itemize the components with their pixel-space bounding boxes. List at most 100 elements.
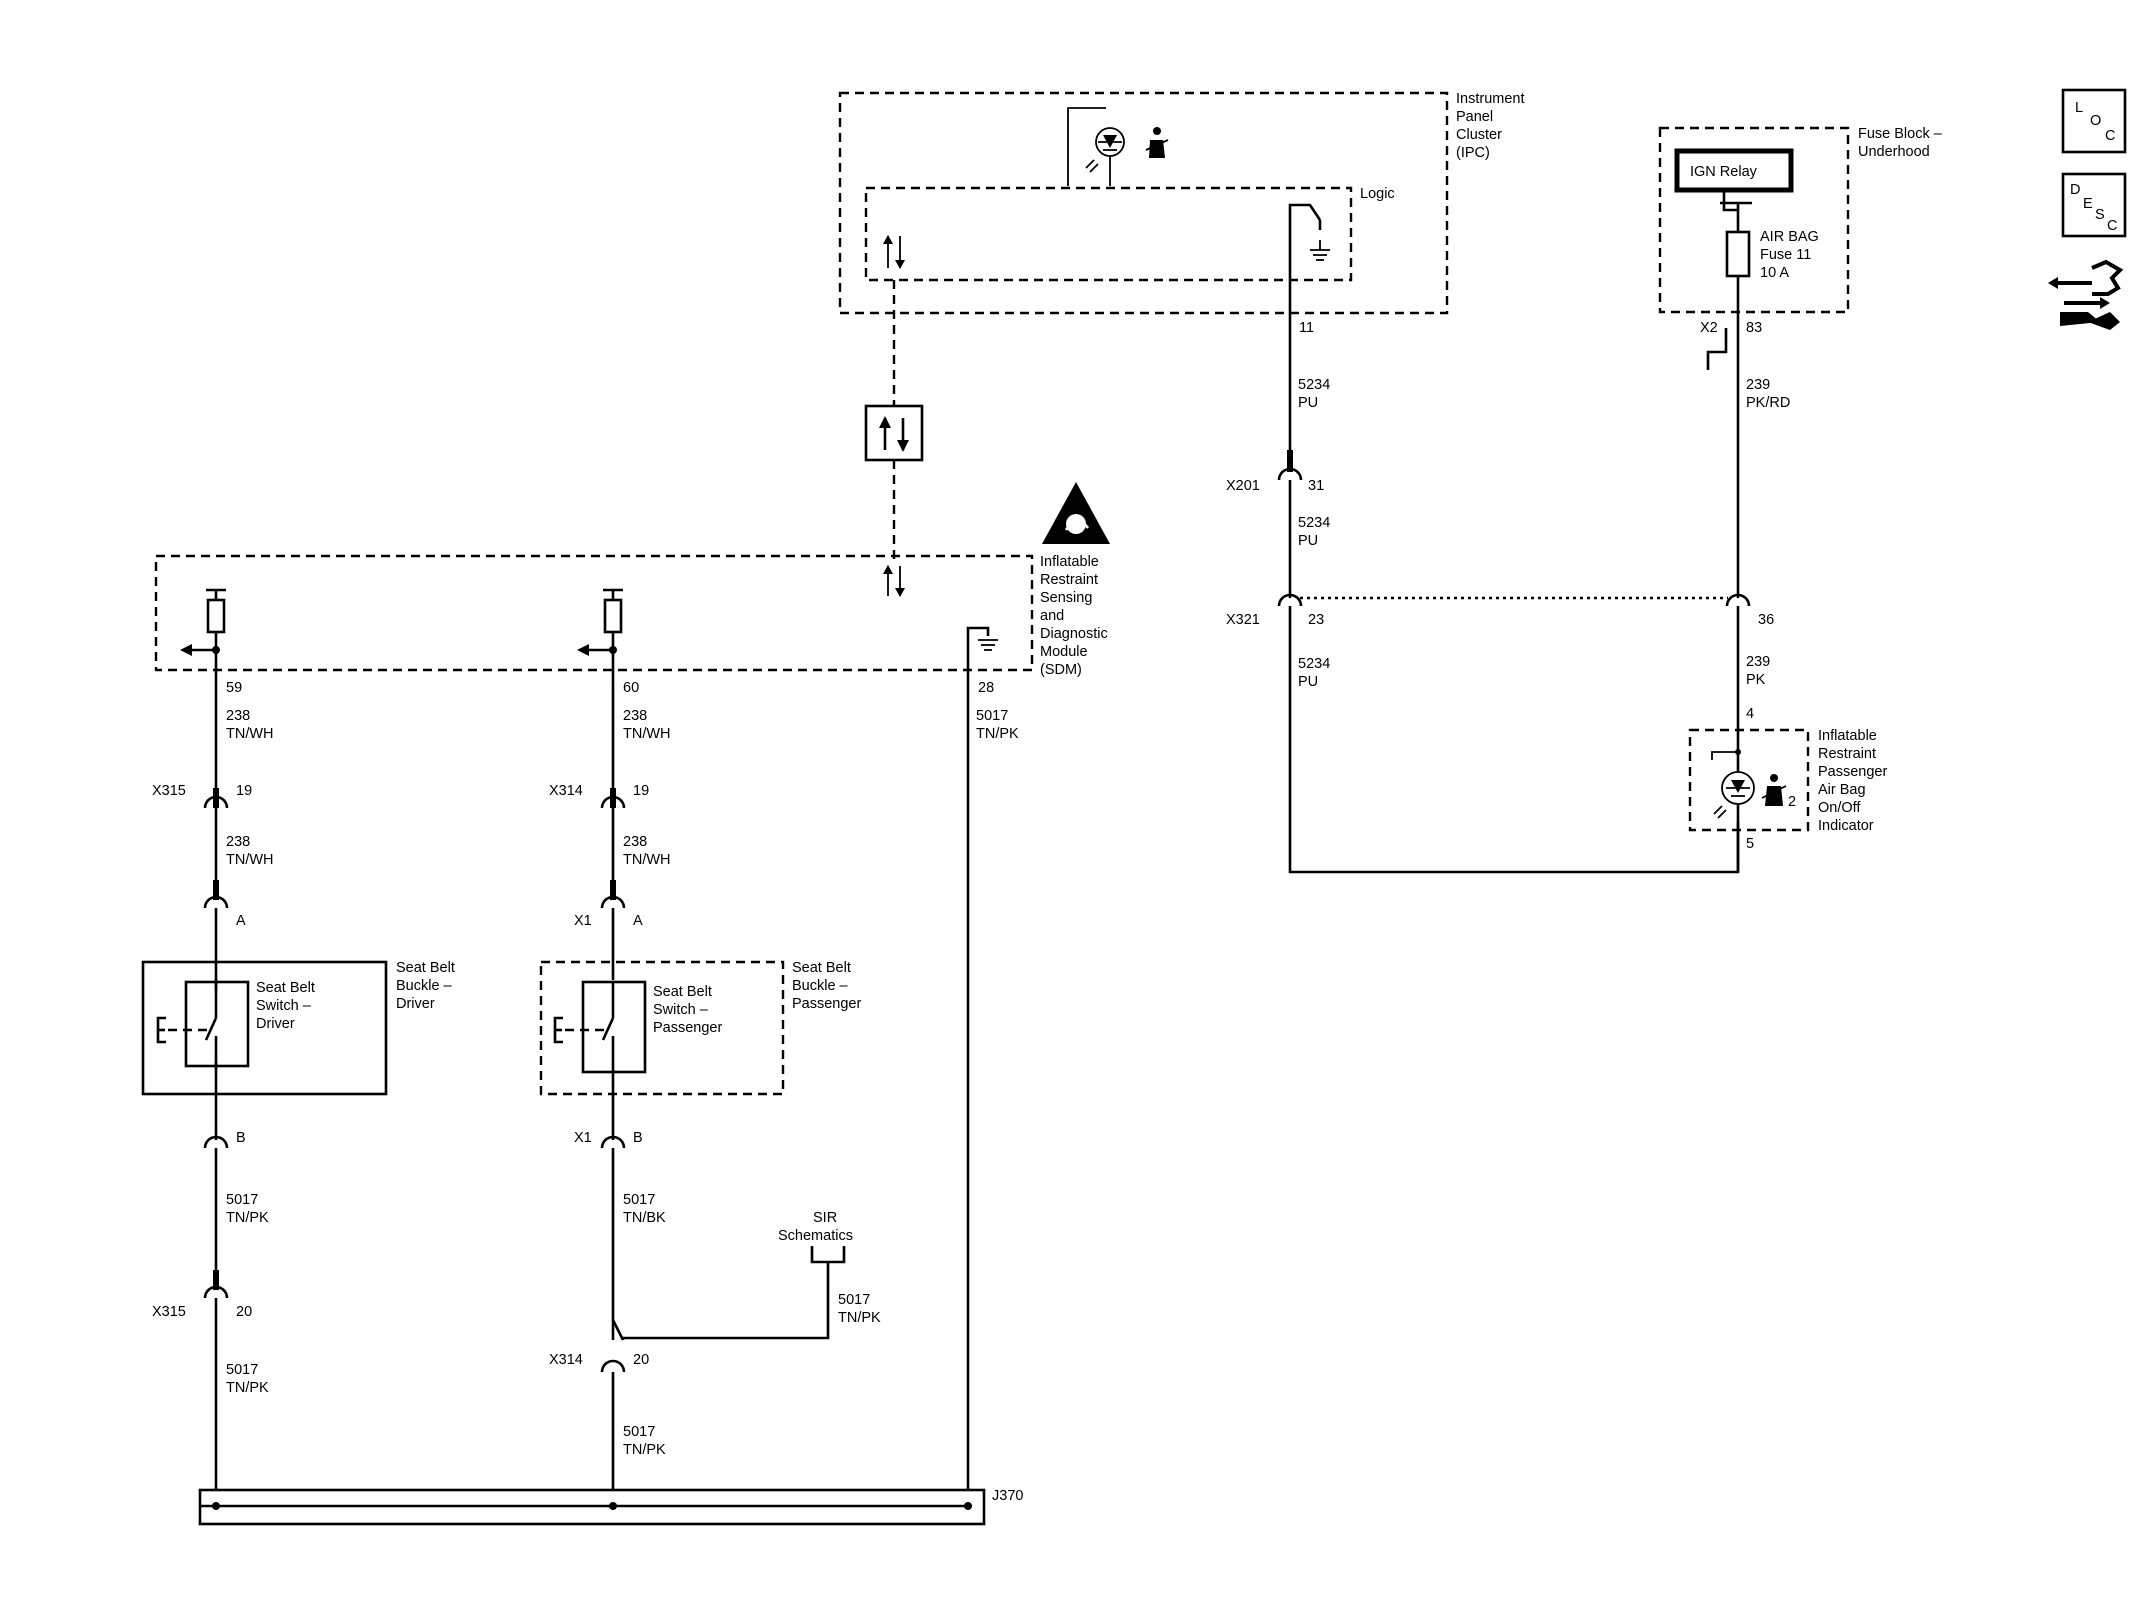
- svg-text:5: 5: [1746, 836, 1754, 852]
- airbag-fuse-icon: [1725, 230, 1751, 278]
- splice-j370-label: J370: [992, 1488, 1023, 1504]
- svg-text:10 A: 10 A: [1760, 265, 1789, 281]
- seat-belt-buckle-passenger: Seat Belt Buckle – Passenger Seat Belt S…: [539, 960, 861, 1096]
- connector-x314-b: X314: [549, 1352, 583, 1368]
- svg-text:Restraint: Restraint: [1818, 746, 1876, 762]
- svg-text:TN/WH: TN/WH: [226, 852, 274, 868]
- wire-238-driver-label: 238: [226, 708, 250, 724]
- sir-reference-label: SIR: [813, 1210, 837, 1226]
- loc-icon[interactable]: L O C: [2061, 88, 2127, 154]
- svg-text:Restraint: Restraint: [1040, 572, 1098, 588]
- fuse-block-label: Fuse Block –: [1858, 126, 1943, 142]
- svg-text:and: and: [1040, 608, 1064, 624]
- ign-relay-box: [1674, 148, 1794, 193]
- splice-pack-j370: [198, 1488, 986, 1526]
- ipc-serial-data-arrows-icon: [883, 235, 905, 269]
- connector-navigation-icon[interactable]: [2048, 259, 2124, 330]
- wire-5017-sdm-label: 5017: [976, 708, 1008, 724]
- ipc-seatbelt-indicator-icon: [1067, 107, 1169, 186]
- airbag-fuse-label: AIR BAG: [1760, 229, 1819, 245]
- wire-5017-passenger-label: 5017: [623, 1424, 655, 1440]
- svg-text:Passenger: Passenger: [792, 996, 861, 1012]
- connector-x1-a: X1: [574, 913, 592, 929]
- svg-text:2: 2: [1788, 794, 1796, 810]
- sdm-sense-59-icon: [180, 588, 226, 684]
- svg-text:31: 31: [1308, 478, 1324, 494]
- passenger-seat-airbag-icon: [1761, 774, 1787, 806]
- svg-text:PU: PU: [1298, 533, 1318, 549]
- svg-text:Module: Module: [1040, 644, 1088, 660]
- fuse-block-underhood: Fuse Block – Underhood IGN Relay AIR BAG…: [1658, 126, 1943, 314]
- wire-5017-tnbk-label: 5017: [623, 1192, 655, 1208]
- svg-text:Driver: Driver: [256, 1016, 295, 1032]
- svg-text:A: A: [236, 913, 246, 929]
- svg-text:TN/PK: TN/PK: [623, 1442, 666, 1458]
- switch-driver-label: Seat Belt: [256, 980, 315, 996]
- logic-label: Logic: [1360, 186, 1395, 202]
- svg-text:Air Bag: Air Bag: [1818, 782, 1866, 798]
- svg-text:Schematics: Schematics: [778, 1228, 853, 1244]
- svg-text:Switch –: Switch –: [653, 1002, 709, 1018]
- svg-text:19: 19: [236, 783, 252, 799]
- buckle-passenger-label: Seat Belt: [792, 960, 851, 976]
- wire-239-pkrd-label: 239: [1746, 377, 1770, 393]
- svg-text:B: B: [633, 1130, 643, 1146]
- seat-belt-buckle-driver: Seat Belt Buckle – Driver Seat Belt Swit…: [141, 960, 455, 1096]
- connector-x321: X321: [1226, 612, 1260, 628]
- svg-text:TN/PK: TN/PK: [838, 1310, 881, 1326]
- svg-text:4: 4: [1746, 706, 1754, 722]
- svg-text:5234: 5234: [1298, 656, 1330, 672]
- svg-text:Fuse 11: Fuse 11: [1760, 247, 1811, 263]
- connector-x315-a: X315: [152, 783, 186, 799]
- svg-text:TN/BK: TN/BK: [623, 1210, 666, 1226]
- wire-239-pk-label: 239: [1746, 654, 1770, 670]
- svg-text:Driver: Driver: [396, 996, 435, 1012]
- connector-x1-b: X1: [574, 1130, 592, 1146]
- wire-5017-sir-label: 5017: [838, 1292, 870, 1308]
- svg-text:5234: 5234: [1298, 515, 1330, 531]
- svg-text:E: E: [2083, 196, 2093, 212]
- sdm-ground-28-icon: [966, 626, 998, 1490]
- svg-text:238: 238: [226, 834, 250, 850]
- svg-text:5017: 5017: [226, 1362, 258, 1378]
- buckle-driver-label: Seat Belt: [396, 960, 455, 976]
- svg-text:PK/RD: PK/RD: [1746, 395, 1790, 411]
- sdm-pin-59: 59: [226, 680, 242, 696]
- svg-text:A: A: [633, 913, 643, 929]
- svg-text:83: 83: [1746, 320, 1762, 336]
- wire-5017-driver-label: 5017: [226, 1192, 258, 1208]
- svg-text:Indicator: Indicator: [1818, 818, 1874, 834]
- svg-text:Panel: Panel: [1456, 109, 1493, 125]
- connector-x315-b: X315: [152, 1304, 186, 1320]
- passenger-airbag-indicator: Inflatable Restraint Passenger Air Bag O…: [1688, 728, 1887, 872]
- svg-text:TN/WH: TN/WH: [226, 726, 274, 742]
- connector-x314-a: X314: [549, 783, 583, 799]
- wire-5234-label: 5234: [1298, 377, 1330, 393]
- svg-text:20: 20: [633, 1352, 649, 1368]
- wire-238-passenger-label: 238: [623, 708, 647, 724]
- serial-data-link: [864, 280, 924, 597]
- svg-text:20: 20: [236, 1304, 252, 1320]
- ipc-module: Instrument Panel Cluster (IPC) Logic: [838, 91, 1525, 315]
- svg-text:Sensing: Sensing: [1040, 590, 1092, 606]
- svg-text:PU: PU: [1298, 674, 1318, 690]
- svg-text:S: S: [2095, 207, 2105, 223]
- switch-passenger-label: Seat Belt: [653, 984, 712, 1000]
- svg-text:TN/PK: TN/PK: [226, 1380, 269, 1396]
- passenger-indicator-label: Inflatable: [1818, 728, 1877, 744]
- svg-text:Buckle –: Buckle –: [396, 978, 453, 994]
- ign-relay-label: IGN Relay: [1690, 164, 1758, 180]
- svg-text:Buckle –: Buckle –: [792, 978, 849, 994]
- driver-circuit: [203, 684, 229, 1490]
- sir-schematics-reference[interactable]: SIR Schematics: [778, 1210, 853, 1264]
- svg-text:PK: PK: [1746, 672, 1766, 688]
- desc-icon[interactable]: D E S C: [2061, 172, 2127, 238]
- svg-text:TN/WH: TN/WH: [623, 852, 671, 868]
- connector-x201: X201: [1226, 478, 1260, 494]
- svg-text:19: 19: [633, 783, 649, 799]
- sdm-label: Inflatable: [1040, 554, 1099, 570]
- svg-text:TN/WH: TN/WH: [623, 726, 671, 742]
- svg-text:(SDM): (SDM): [1040, 662, 1082, 678]
